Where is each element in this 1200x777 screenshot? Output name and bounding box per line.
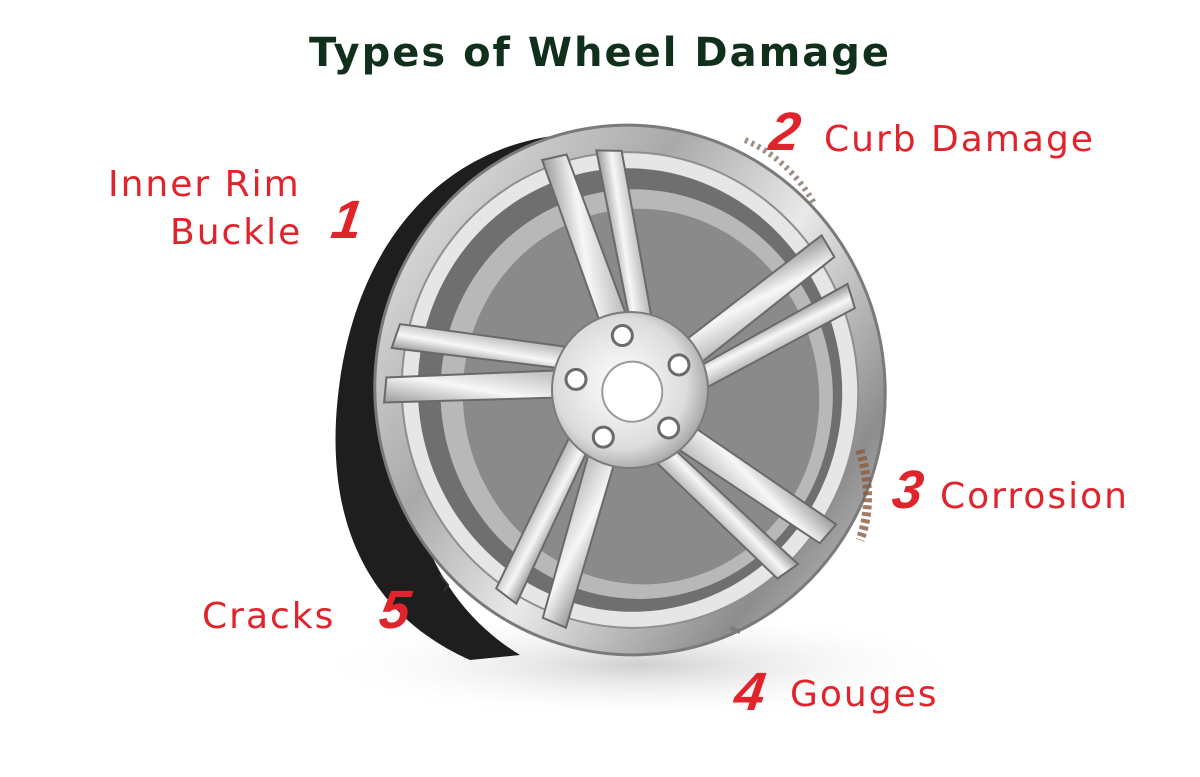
crack-mark [439, 574, 450, 592]
tire [335, 135, 560, 660]
center-bore [601, 360, 664, 423]
label-cracks: Cracks [202, 596, 336, 637]
label-inner-rim-line1: Inner Rim [108, 164, 301, 205]
page-title: Types of Wheel Damage [308, 30, 892, 76]
gouge-mark [729, 626, 741, 634]
label-gouges: Gouges [790, 674, 939, 715]
label-curb-damage: Curb Damage [824, 119, 1095, 160]
spokes [382, 149, 857, 630]
curb-damage-mark [743, 137, 818, 207]
lug-holes [564, 324, 691, 449]
label-corrosion: Corrosion [940, 476, 1129, 517]
label-inner-rim-line2: Buckle [170, 212, 303, 253]
corrosion-mark [855, 448, 872, 542]
